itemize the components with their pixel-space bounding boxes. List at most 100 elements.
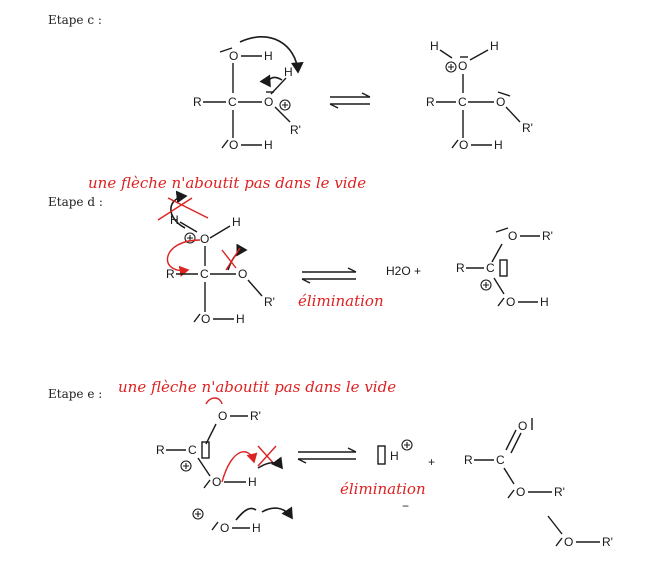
atom-o: O <box>496 95 505 109</box>
vacant-orbital <box>377 445 386 465</box>
plus-sign: + <box>428 455 435 469</box>
atom-o: O <box>212 475 221 489</box>
lone-pair <box>555 537 563 547</box>
water-plus: H2O + <box>386 264 421 278</box>
minus-sign: − <box>402 499 409 513</box>
atom-h: H <box>540 295 549 309</box>
atom-h: H <box>430 39 439 53</box>
bond <box>493 277 505 295</box>
lone-pair <box>203 479 211 489</box>
atom-h: H <box>264 49 273 63</box>
elimination-label: élimination <box>340 480 426 498</box>
bond <box>247 279 263 297</box>
step-e-label: Etape e : <box>48 387 102 401</box>
atom-c: C <box>200 267 209 281</box>
vacant-orbital <box>201 441 210 459</box>
elimination-label: élimination <box>298 292 384 310</box>
equilibrium-arrow <box>297 447 357 464</box>
atom-r: R <box>464 453 473 467</box>
atom-h: H <box>248 475 257 489</box>
atom-r: R <box>456 261 465 275</box>
atom-o: O <box>218 409 227 423</box>
atom-c: C <box>188 443 197 457</box>
atom-h: H <box>494 138 503 152</box>
atom-o: O <box>459 138 468 152</box>
positive-charge <box>445 61 457 73</box>
step-c: Etape c : O H R C O H R' O H <box>48 13 533 152</box>
step-e-annotation: une flèche n'aboutit pas dans le vide <box>118 378 396 396</box>
atom-r-prime: R' <box>290 123 301 137</box>
atom-r-prime: R' <box>602 535 613 549</box>
double-bond <box>505 429 517 451</box>
step-e-reactant: O R' R C O H <box>156 397 283 489</box>
positive-charge <box>279 99 291 111</box>
cross-mark <box>221 247 241 271</box>
lone-pair <box>497 297 505 307</box>
atom-r-prime: R' <box>250 409 261 423</box>
atom-o: O <box>200 232 209 246</box>
atom-h: H <box>252 521 261 535</box>
equilibrium-arrow <box>301 267 357 284</box>
step-c-reactant: O H R C O H R' O H <box>193 36 304 152</box>
atom-o: O <box>264 95 273 109</box>
atom-h: H <box>264 138 273 152</box>
lone-pair <box>193 313 201 323</box>
step-c-label: Etape c : <box>48 13 102 27</box>
atom-o: O <box>220 521 229 535</box>
atom-r: R <box>193 95 202 109</box>
bond <box>270 77 287 95</box>
atom-h: H <box>390 449 399 463</box>
curved-arrow <box>170 190 188 229</box>
bond <box>197 457 211 477</box>
positive-charge <box>184 232 196 244</box>
atom-c: C <box>458 95 467 109</box>
bond <box>547 515 563 535</box>
lone-pair <box>219 47 233 53</box>
atom-o: O <box>201 312 210 326</box>
step-e-product: O R C O R' O R' <box>464 418 613 549</box>
positive-charge <box>480 279 492 291</box>
step-d: une flèche n'aboutit pas dans le vide Et… <box>48 174 553 326</box>
lone-pair <box>507 489 515 499</box>
curved-arrow <box>257 456 283 470</box>
atom-r: R <box>156 443 165 457</box>
atom-c: C <box>486 261 495 275</box>
atom-o: O <box>508 229 517 243</box>
bond <box>491 243 503 263</box>
atom-r-prime: R' <box>542 229 553 243</box>
lone-pair <box>451 139 459 149</box>
bond <box>439 49 453 59</box>
bond <box>505 106 521 123</box>
atom-o: O <box>458 59 467 73</box>
red-curved-arrow <box>166 239 201 277</box>
atom-o: O <box>564 535 573 549</box>
atom-r: R <box>426 95 435 109</box>
atom-r: R <box>166 267 175 281</box>
atom-o: O <box>229 138 238 152</box>
step-d-annotation: une flèche n'aboutit pas dans le vide <box>88 174 366 192</box>
atom-o: O <box>238 267 247 281</box>
atom-h: H <box>490 39 499 53</box>
cross-mark <box>157 197 209 221</box>
atom-c: C <box>228 95 237 109</box>
bond <box>503 467 515 485</box>
atom-h: H <box>232 215 241 229</box>
lone-pair <box>497 91 511 97</box>
curved-arrow <box>259 74 283 88</box>
atom-r-prime: R' <box>264 295 275 309</box>
atom-o: O <box>229 49 238 63</box>
atom-h: H <box>170 213 179 227</box>
step-d-product: O R' R C O H <box>456 227 553 309</box>
bond <box>205 423 217 445</box>
bond <box>274 106 291 123</box>
vacant-orbital <box>499 259 508 277</box>
positive-charge <box>401 439 413 451</box>
curved-arrow <box>239 36 304 74</box>
equilibrium-arrow <box>329 92 371 109</box>
bond <box>209 225 231 239</box>
atom-c: C <box>496 453 505 467</box>
red-curved-arrow <box>221 451 258 483</box>
atom-o: O <box>506 295 515 309</box>
atom-r-prime: R' <box>554 485 565 499</box>
